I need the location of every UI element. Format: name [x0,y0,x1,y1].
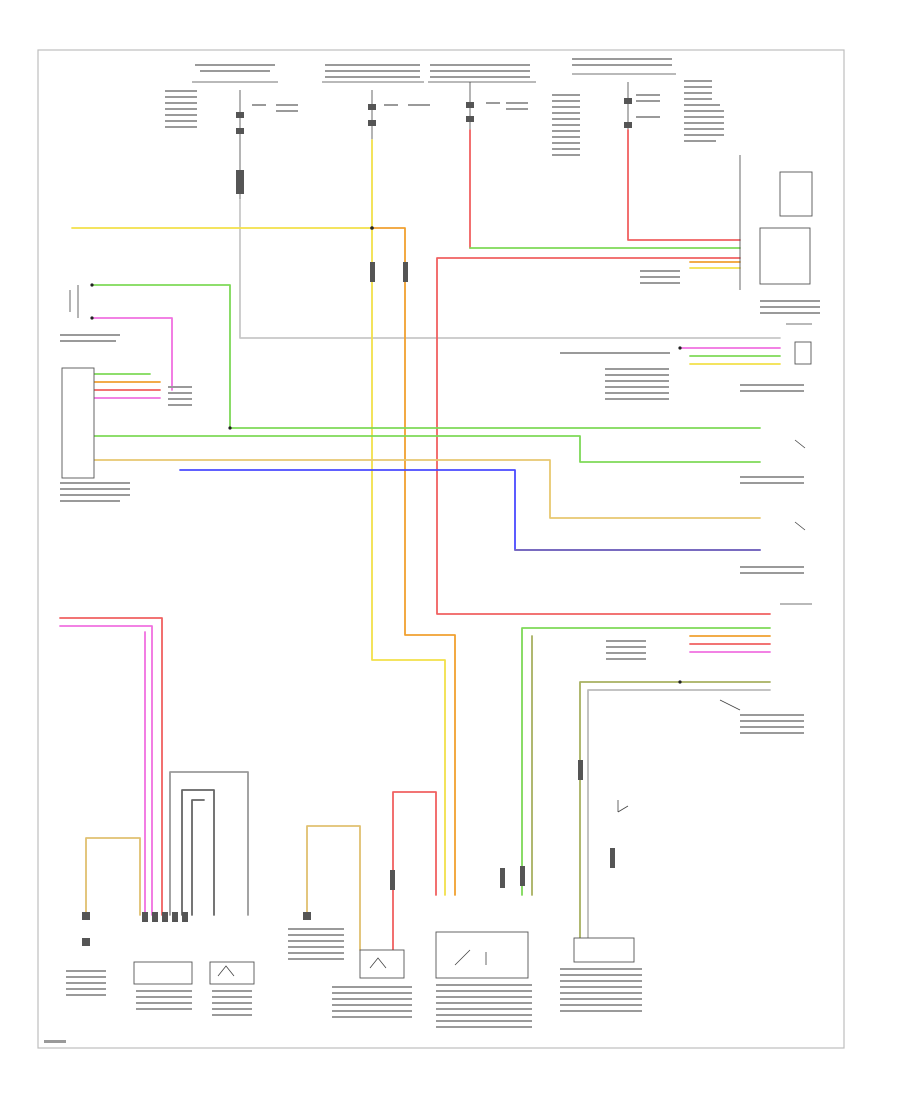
junction-dots [228,226,682,684]
right-lower-module [719,603,812,734]
wire-tan-loop [85,837,141,916]
wire-gray-right [587,689,771,941]
wire-green-bottom [521,627,771,896]
wire-green-2 [91,435,761,463]
right-text-block [560,270,680,660]
wire-gray-1 [239,199,781,339]
right-sensor-1 [740,323,812,392]
fuse-block-2 [322,81,424,140]
left-module-labels [60,334,192,502]
fuse-block-1 [192,81,278,220]
wire-tan-loop-mid [306,825,361,951]
fuse-labels [165,58,724,156]
bottom-component-6 [435,931,532,1028]
fuse-block-3 [428,81,536,130]
wire-orange [371,227,456,896]
footer-code [44,1040,66,1043]
wire-red-loop [392,791,437,951]
bottom-component-5 [332,949,412,1018]
wire-black-loop-2 [181,789,215,916]
connector-marks [370,262,615,890]
wire-pink-bottom [59,625,153,916]
right-sensor-2 [740,439,806,484]
bottom-component-2 [133,912,193,1010]
wire-blue-long [179,469,761,551]
wire-yellow-main [71,227,446,896]
wire-gray-loop-1 [169,771,249,916]
right-sensor-3 [740,521,806,574]
wire-black-loop-3 [191,799,205,916]
bottom-component-3 [209,961,255,1016]
wire-tan-long [91,459,761,519]
bottom-component-1 [66,912,106,996]
fuse-block-4 [572,73,676,130]
left-control-module [61,367,95,479]
right-control-unit [739,155,820,314]
wire-pink-sensor [91,317,173,391]
bottom-component-7 [560,800,642,1012]
sensor-top-left [69,283,94,320]
wire-red-fuse4 [627,129,741,241]
bottom-component-4 [288,912,344,960]
wire-green-sensor [91,284,761,429]
wire-red-bottom [59,617,163,916]
diagram-frame [37,49,845,1049]
wire-olive-right [579,681,771,941]
